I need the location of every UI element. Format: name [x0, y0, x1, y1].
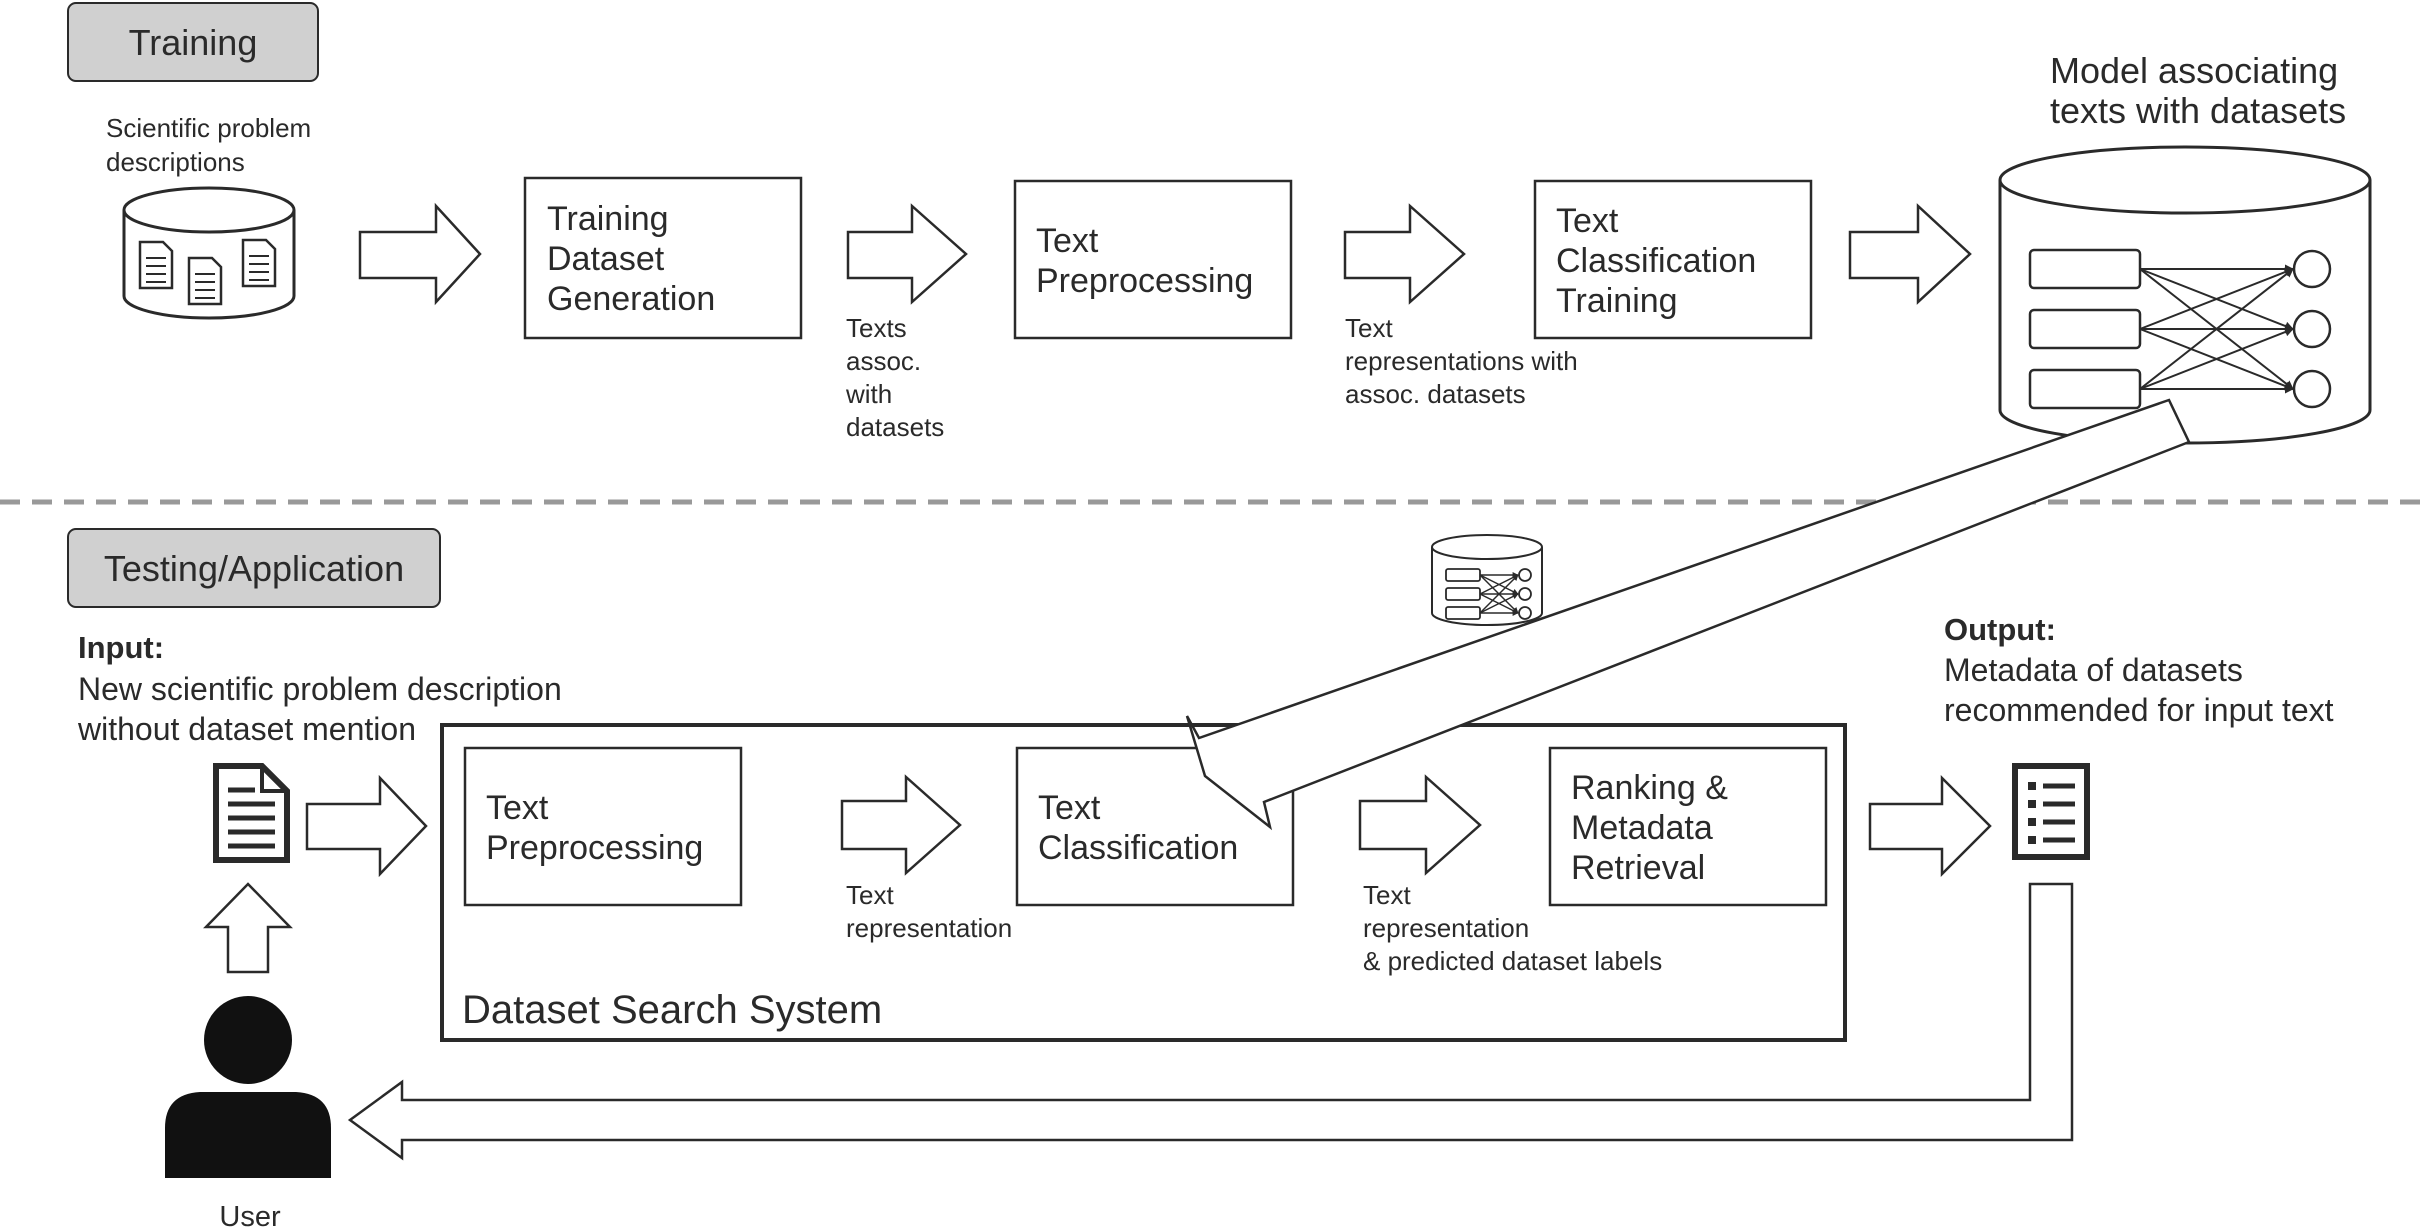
svg-text:Text Classification: Text Classification Training [1556, 202, 1766, 320]
step-text-preprocessing: Text Preprocessing [1013, 179, 1293, 340]
dataset-search-system-frame [440, 723, 1847, 1042]
svg-text:Ranking & Metadata: Ranking & Metadata Retrieval [1571, 769, 1737, 887]
training-label: Training [129, 22, 258, 63]
flow-arrow [1343, 203, 1466, 305]
step-training-dataset-generation: Training Dataset Generation [523, 176, 803, 340]
output-heading: Output: [1944, 612, 2056, 647]
svg-text:Training Dataset: Training Dataset Generation [547, 200, 715, 318]
testing-section: Testing/Application Input: New scientifi… [67, 528, 2334, 1228]
source-label: Scientific problem descriptions [106, 113, 318, 177]
training-section: Training Scientific problem descriptions [67, 2, 2372, 445]
model-database-icon [1998, 145, 2372, 445]
model-transfer-arrow [1185, 398, 2191, 831]
flow-arrow [1358, 774, 1482, 876]
edge-label-text-representation: Text representation [846, 880, 1012, 943]
return-arrow [347, 882, 2074, 1161]
document-icon [213, 763, 290, 863]
model-database-icon [1431, 534, 1543, 626]
step-test-text-classification: Text Classification [1015, 746, 1295, 907]
input-heading: Input: [78, 630, 164, 665]
list-icon [2012, 763, 2090, 860]
edge-label-predicted-labels: Text representation & predicted dataset … [1363, 880, 1662, 976]
document-stack-icon [122, 186, 296, 320]
testing-label-box [67, 528, 441, 608]
svg-text:Text Preprocessing: Text Preprocessing [486, 789, 703, 867]
user-label: User [219, 1201, 281, 1228]
testing-label: Testing/Application [104, 548, 404, 589]
step-text-classification-training: Text Classification Training [1533, 179, 1813, 340]
training-label-box [67, 2, 319, 82]
step-ranking-metadata-retrieval: Ranking & Metadata Retrieval [1548, 746, 1828, 907]
flow-arrow [358, 202, 482, 306]
svg-text:Text Classification: Text Classification [1038, 789, 1238, 867]
system-label: Dataset Search System [462, 988, 882, 1032]
flow-arrow [1848, 203, 1972, 305]
edge-label-texts-assoc: Texts assoc. with datasets [845, 313, 944, 442]
output-text: Metadata of datasets recommended for inp… [1944, 652, 2334, 728]
model-label: Model associating texts with datasets [2050, 50, 2348, 131]
step-test-text-preprocessing: Text Preprocessing [463, 746, 743, 907]
edge-label-text-representations: Text representations with assoc. dataset… [1345, 313, 1585, 409]
flow-arrow [1868, 774, 1992, 878]
flow-arrow [840, 774, 962, 876]
user-icon [165, 996, 331, 1178]
input-text: New scientific problem description witho… [77, 671, 571, 747]
flow-arrow [846, 203, 968, 305]
flow-arrow [305, 774, 428, 878]
user-input-arrow [203, 882, 293, 974]
svg-text:Text Preprocessing: Text Preprocessing [1036, 222, 1253, 300]
